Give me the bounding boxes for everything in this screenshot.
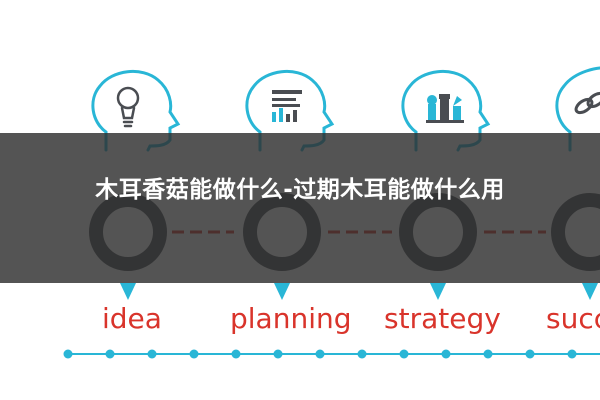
timeline [63,349,600,359]
page-title: 木耳香菇能做什么-过期木耳能做什么用 [95,177,505,203]
step-label-succ: succ [546,302,600,335]
head-profile-4 [555,66,600,152]
step-label-strategy: strategy [384,302,501,335]
title-banner [0,133,600,283]
lightbulb-icon [116,86,140,128]
step-label-idea: idea [102,302,162,335]
chess-pieces-icon [426,94,464,123]
chain-link-icon [574,91,600,115]
document-chart-icon [272,90,302,122]
step-label-planning: planning [230,302,352,335]
